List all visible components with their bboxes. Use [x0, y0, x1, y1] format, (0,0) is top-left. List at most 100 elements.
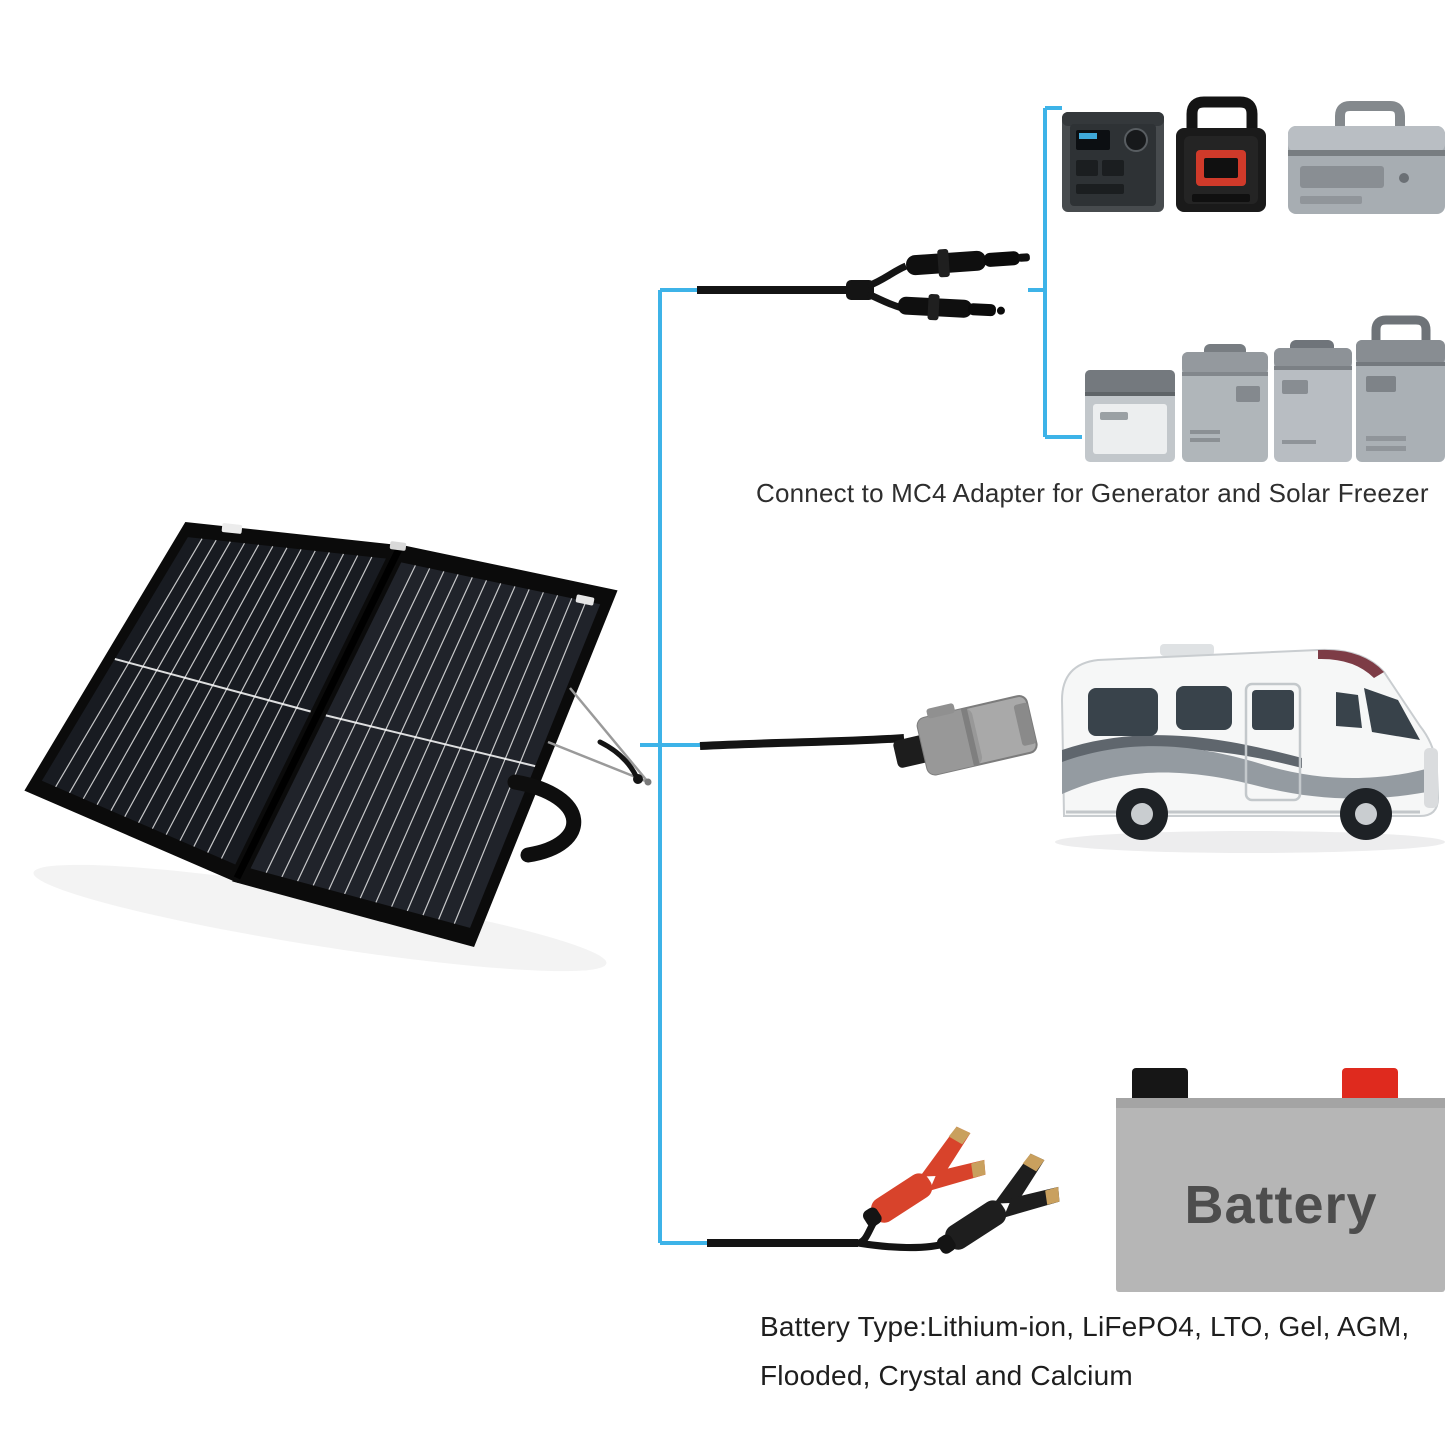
device-top	[1062, 112, 1164, 126]
device-seam	[1288, 150, 1445, 156]
freezer-logo	[1100, 412, 1128, 420]
device-handle	[1335, 101, 1405, 128]
rv-cab-window	[1336, 692, 1362, 728]
connection-lines	[640, 106, 1082, 1245]
freezer-body	[1274, 348, 1352, 462]
generator-row	[1062, 96, 1445, 214]
anderson-plug-latch	[926, 703, 955, 719]
freezer-vent	[1190, 430, 1220, 434]
battery-terminal-positive	[1342, 1068, 1398, 1102]
device-vent	[1192, 194, 1250, 202]
device-handle	[1186, 96, 1258, 132]
rv-door	[1244, 682, 1302, 802]
mc4-adapter-cable-icon	[697, 249, 1030, 321]
freezer-lid	[1356, 340, 1445, 364]
anderson-plug-icon	[893, 695, 1038, 776]
solar-freezer-1-icon	[1085, 370, 1175, 462]
top-branch-connector-line	[1028, 106, 1082, 439]
freezer-vent	[1282, 440, 1316, 444]
solar-freezer-3-icon	[1274, 340, 1352, 462]
mc4-connector-nut	[927, 294, 940, 321]
rv-gray-swoosh	[1062, 746, 1437, 799]
rv-wheel-hub	[1355, 803, 1377, 825]
device-vent	[1076, 184, 1124, 194]
anderson-plug-contact	[1013, 702, 1036, 746]
panel-output-cable	[597, 739, 639, 779]
mc4-connector-tip	[983, 251, 1020, 267]
mc4-connector-male-icon	[898, 294, 1005, 321]
panel-brand-label	[575, 594, 595, 606]
rv-wheel-hub	[1131, 803, 1153, 825]
mc4-connector-tip	[967, 303, 996, 317]
device-button	[1399, 173, 1409, 183]
panel-cable-connector	[633, 774, 643, 784]
device-dial	[1124, 128, 1148, 152]
panel-kickstand-leg	[569, 687, 649, 783]
main-connector-line	[640, 288, 707, 1245]
device-vent	[1300, 196, 1362, 204]
freezer-handle	[1371, 315, 1431, 344]
freezer-control-panel	[1282, 380, 1308, 394]
anderson-cable	[699, 734, 905, 750]
solar-panel-illustration	[24, 522, 652, 972]
freezer-lid	[1274, 348, 1352, 368]
solar-freezer-4-icon	[1356, 315, 1445, 462]
rv-bumper	[1424, 748, 1438, 808]
rv-window	[1176, 686, 1232, 730]
mc4-splitter-block	[846, 280, 874, 300]
panel-hardware	[221, 523, 652, 863]
battery-caption: Battery Type:Lithium-ion, LiFePO4, LTO, …	[760, 1302, 1409, 1400]
battery-body	[1116, 1098, 1445, 1292]
battery-terminal-negative	[1132, 1068, 1188, 1102]
battery-clamp-cable-icon	[707, 1122, 1068, 1271]
freezer-seam	[1356, 362, 1445, 366]
solar-cell-line	[233, 547, 403, 880]
portable-power-station-1-icon	[1062, 112, 1164, 212]
panel-kickstand-leg	[547, 740, 649, 784]
device-lid	[1288, 126, 1445, 152]
solar-freezer-2-icon	[1182, 344, 1268, 462]
battery-caption-line2: Flooded, Crystal and Calcium	[760, 1360, 1133, 1391]
anderson-plug-seam	[960, 707, 980, 766]
freezer-front-panel	[1093, 404, 1167, 454]
freezer-body	[1182, 352, 1268, 462]
panel-latch	[221, 523, 243, 534]
device-screen	[1204, 158, 1238, 178]
solar-panel-face	[250, 562, 601, 928]
freezer-vent	[1366, 436, 1406, 441]
panel-carry-handle	[507, 774, 582, 863]
solar-cell-line	[114, 658, 311, 713]
freezer-seam	[1182, 372, 1268, 376]
freezer-lid	[1182, 352, 1268, 374]
portable-power-station-2-icon	[1176, 96, 1266, 212]
solar-panel-faces	[24, 522, 618, 948]
panel-latch	[389, 541, 407, 551]
battery-caption-line1: Battery Type:Lithium-ion, LiFePO4, LTO, …	[760, 1311, 1410, 1342]
panel-kickstand-foot	[644, 778, 652, 786]
rv-motorhome-icon	[1055, 644, 1445, 853]
rv-door-window	[1252, 690, 1294, 730]
mc4-branch-cable	[866, 262, 908, 290]
battery-label: Battery	[1184, 1175, 1378, 1235]
rv-roof-box	[1160, 644, 1214, 656]
freezer-vent	[1366, 446, 1406, 451]
rv-shadow	[1055, 831, 1445, 853]
freezer-control-panel	[1366, 376, 1396, 392]
mc4-connector-female-icon	[906, 249, 1030, 278]
freezer-lid	[1085, 370, 1175, 396]
freezer-row	[1085, 315, 1445, 462]
freezer-seam	[1085, 392, 1175, 396]
mc4-branch-cable	[866, 290, 903, 312]
solar-panel-face	[41, 537, 386, 865]
device-outlet	[1076, 160, 1098, 176]
battery-icon	[1116, 1068, 1445, 1292]
freezer-seam	[1274, 366, 1352, 370]
rv-window	[1088, 688, 1158, 736]
rv-dark-swoosh	[1062, 735, 1302, 768]
rv-windshield	[1364, 688, 1420, 740]
device-screen-glow	[1079, 133, 1097, 139]
solar-cell-line	[325, 714, 536, 768]
mc4-connector-pin	[996, 306, 1005, 315]
